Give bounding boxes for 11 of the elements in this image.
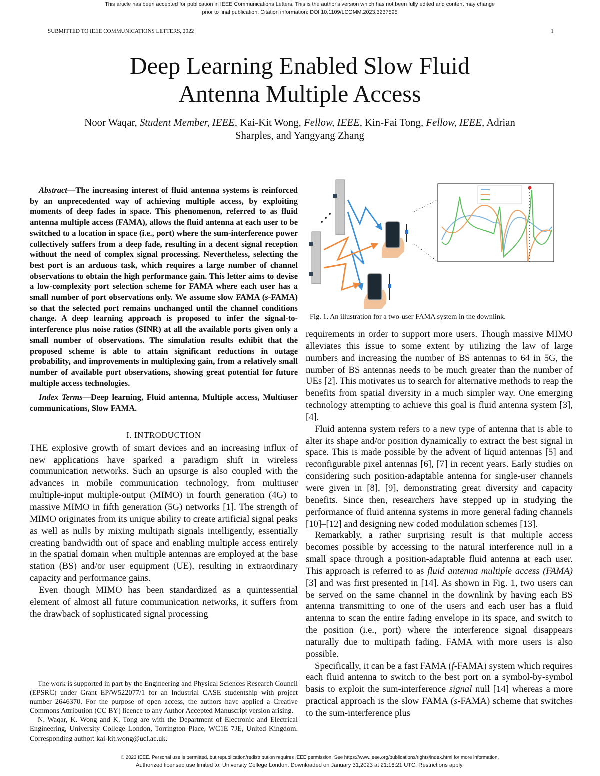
abstract-paragraph: Abstract—The increasing interest of fluid antenna systems is reinforced by an unprecedented way of achieving multiple access, by exploiting moments of deep fades in space. This phenomenon, referred to as fluid antenna multiple access (FAMA), allows the fluid antenna at each user to be switched to a location in space (i.e., port) where the sum-interference power collectively suffers from a deep fade, resulting in a decent signal reception without the need of complex signal processing. Nevertheless, selecting the best port is an arduous task, which requires a large number of channel observations to obtain the high performance gain. This letter aims to devise a low-complexity port selection scheme for FAMA where each user has a small number of port observations only. We assume slow FAMA (s-FAMA) so that the selected port remains unchanged until the channel conditions change. A deep learning approach is proposed to infer the signal-to-interference plus noise ratios (SINR) at all the available ports given only a small number of observations. The simulation results exhibit that the proposed scheme is able to attain significant reductions in outage probability, and improvements in multiplexing gain, from a relatively small number of available port observations, showing great potential for future multiple access technologies. bbox=[30, 186, 298, 390]
body-paragraph: Specifically, it can be a fast FAMA (f-FAMA) system which requires each fluid antenna to switch to the best port on a symbol-by-symbol basis to exploit the sum-interference signal null [14] whereas a more practical approach is the slow FAMA (s-FAMA) scheme that switches to the sum-interference plus bbox=[306, 662, 573, 721]
body-paragraph: Remarkably, a rather surprising result is that multiple access becomes possible by accessing to the natural interference null in a small space through a position-adaptable fluid antenna at each user. This approach is referred to as fluid antenna multiple access (FAMA) [3] and was first presented in [14]. As shown in Fig. 1, two users can be served on the same channel in the downlink by having each BS antenna transmitting to one of the users and each user has a fluid antenna to scan the entire fading envelope in its space, and switch to the position (i.e., port) where the interference signal disappears naturally due to multipath fading. FAMA with more users is also possible. bbox=[306, 531, 573, 662]
section-heading: I. INTRODUCTION bbox=[126, 430, 202, 440]
index-terms: Index Terms—Deep learning, Fluid antenna, Multiple access, Multiuser communications, Slow FAMA. bbox=[30, 393, 298, 415]
body-paragraph: Even though MIMO has been standardized as a quintessential element of almost all future communication networks, it suffers from the drawback of sophisticated signal processing bbox=[30, 586, 298, 622]
body-paragraph: THE explosive growth of smart devices and an increasing influx of new applications have sparked a paradigm shift in wireless communication networks. Such an upsurge is also coupled with the advances in mobile communication technology, from multiuser multiple-input multiple-output (MIMO) in fourth generation (4G) to massive MIMO in fifth generation (5G) networks [1]. The strength of MIMO originates from its unique ability to create artificial signal peaks as well as nulls by mixing multipath signals intelligently, essentially creating bandwidth out of space and enabling multiple access entirely in the spatial domain when multiple antennas are employed at the base station (BS) and/or user equipment (UE), resulting in extraordinary capacity and performance gains. bbox=[30, 444, 298, 586]
body-paragraph: Fluid antenna system refers to a new type of antenna that is able to alter its shape and/or position dynamically to extract the best signal in space. This is made possible by the advent of liquid antennas [5] and reconfigurable pixel antennas [6], [7] in recent years. Early studies on considering such position-adaptable antenna for single-user channels were given in [8], [9], demonstrating great diversity and capacity benefits. Since then, researchers have stepped up in studying the performance of fluid antenna systems in more general fading channels [10]–[12] and designing new coded modulation schemes [13]. bbox=[306, 424, 573, 532]
paper-title: Deep Learning Enabled Slow Fluid Antenna Multiple Access bbox=[129, 53, 471, 109]
author-list: Noor Waqar, Student Member, IEEE, Kai-Kit Wong, Fellow, IEEE, Kin-Fai Tong, Fellow, IEEE, Adrian Sharples, and Yangyang Zhang bbox=[80, 117, 520, 143]
body-paragraph: requirements in order to support more users. Though massive MIMO alleviates this issue to some extent by utilizing the law of large numbers and increasing the number of BS antennas to 64 in 5G, the number of BS antennas needs to be much greater than the number of UEs [2]. This motivates us to search for alternative methods to reap the benefits from spatial diversity in a much simpler way. One emerging technology attempting to achieve this goal is fluid antenna system [3], [4]. bbox=[306, 330, 573, 425]
